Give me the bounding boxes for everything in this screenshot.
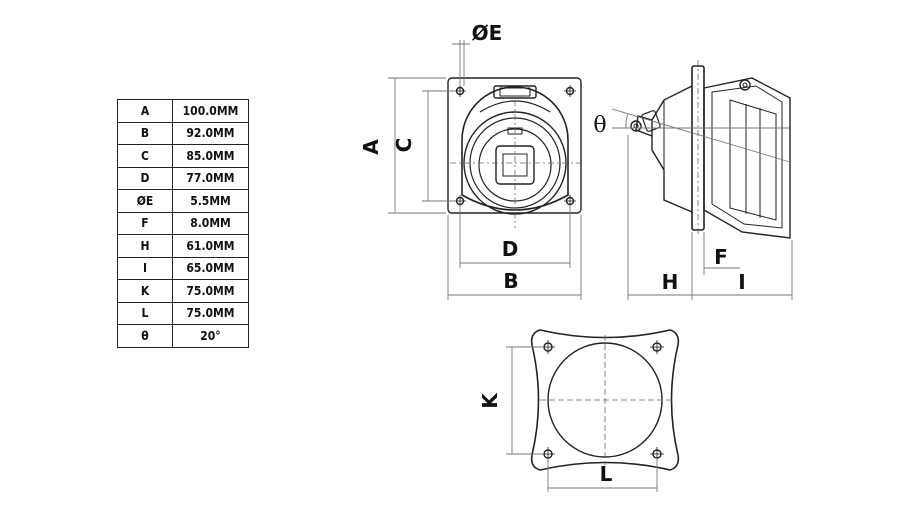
label-E: ØE (472, 21, 503, 45)
dimension-value-cell: 92.0MM (172, 121, 249, 145)
side-dimension-lines (627, 135, 793, 300)
side-front-socket (630, 85, 693, 213)
dimension-value-cell: 77.0MM (172, 166, 249, 190)
bottom-mounting-holes (541, 340, 664, 461)
bottom-view (530, 329, 680, 471)
dimension-value-cell: 65.0MM (172, 256, 249, 280)
side-view (611, 60, 791, 239)
label-K: K (478, 392, 502, 409)
cutout-outline (530, 329, 680, 471)
front-dimension-lines (388, 40, 582, 300)
front-view (447, 77, 582, 228)
label-B: B (503, 269, 518, 293)
theta-angle-lines (611, 108, 791, 163)
dimension-value-cell: 85.0MM (172, 144, 249, 168)
label-I: I (738, 270, 745, 294)
dimension-labels: A C D B ØE F H I K L θ (359, 21, 746, 486)
dimension-value-cell: 75.0MM (172, 279, 249, 303)
side-rear-housing (703, 77, 791, 239)
dimension-value-cell: 20° (172, 324, 249, 348)
label-F: F (714, 245, 728, 269)
dimension-value-cell: 8.0MM (172, 211, 249, 235)
label-C: C (392, 138, 416, 153)
dimension-value-cell: 5.5MM (172, 189, 249, 213)
dimension-value-cell: 75.0MM (172, 301, 249, 325)
front-plate-outline (447, 77, 582, 214)
bottom-dimension-lines (506, 346, 658, 492)
label-A: A (359, 139, 383, 155)
label-D: D (502, 237, 519, 261)
label-theta: θ (593, 113, 606, 138)
label-H: H (662, 270, 679, 294)
front-mounting-holes (454, 85, 576, 207)
label-L: L (600, 462, 613, 486)
